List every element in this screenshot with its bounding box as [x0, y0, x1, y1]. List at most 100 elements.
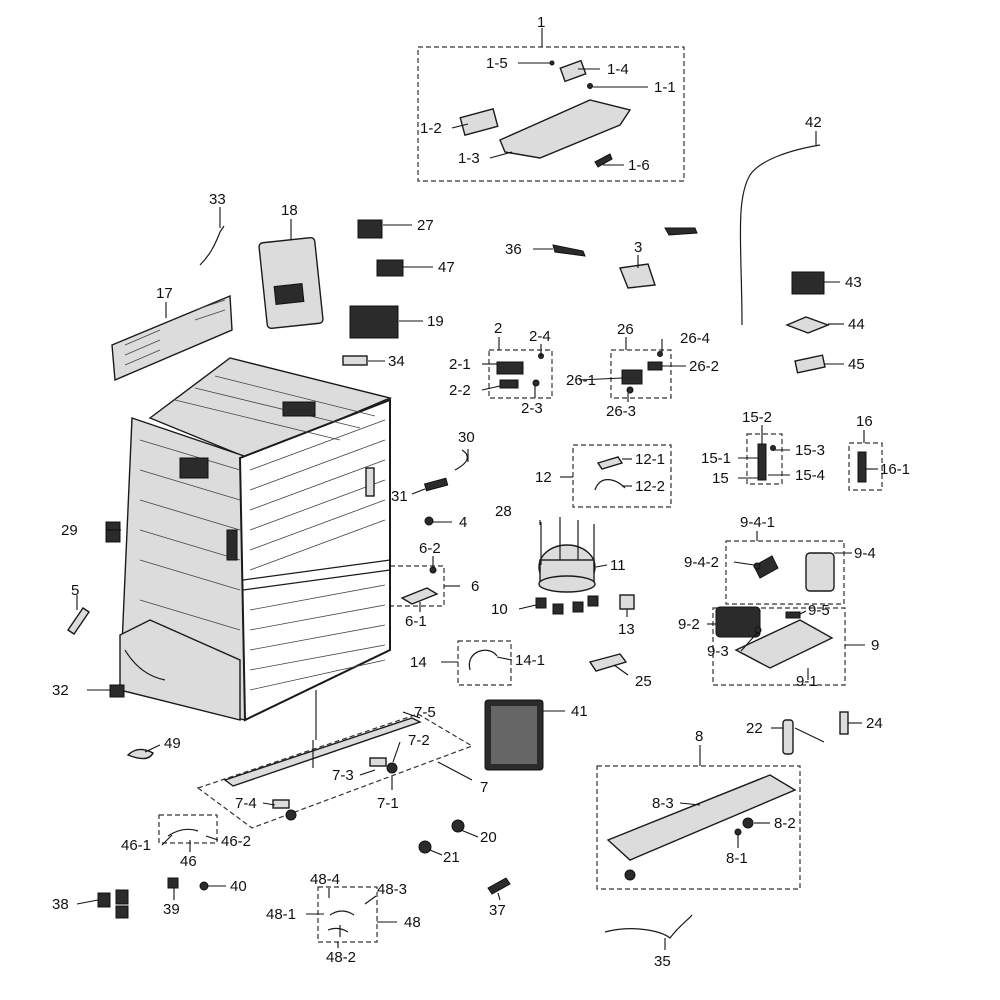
top-control-panel: [282, 401, 316, 417]
part-9-5: [785, 611, 801, 619]
part-7-4: [285, 809, 297, 821]
part-2-3: [532, 379, 540, 387]
group-box-1: [417, 46, 685, 182]
label-12-1: 12-1: [635, 451, 665, 468]
label-48-1: 48-1: [266, 906, 296, 923]
part-13: [619, 594, 635, 610]
label-26-1: 26-1: [566, 372, 596, 389]
part-1-1: [587, 83, 593, 89]
label-9-3: 9-3: [707, 643, 729, 660]
label-20: 20: [480, 829, 497, 846]
label-48-2: 48-2: [326, 949, 356, 966]
label-1-6: 1-6: [628, 157, 650, 174]
label-29: 29: [61, 522, 78, 539]
group-box-7: [196, 713, 474, 829]
cabinet-divider: [242, 559, 391, 581]
cabinet-top: [148, 357, 393, 459]
part-1-3: [499, 99, 632, 159]
label-15-3: 15-3: [795, 442, 825, 459]
label-5: 5: [71, 582, 79, 599]
part-15: [757, 443, 767, 481]
part-2-2: [499, 379, 519, 389]
label-27: 27: [417, 217, 434, 234]
label-40: 40: [230, 878, 247, 895]
label-4: 4: [459, 514, 467, 531]
label-22: 22: [746, 720, 763, 737]
part-48: [327, 910, 355, 937]
label-8-2: 8-2: [774, 815, 796, 832]
label-47: 47: [438, 259, 455, 276]
label-1-4: 1-4: [607, 61, 629, 78]
label-3: 3: [634, 239, 642, 256]
label-21: 21: [443, 849, 460, 866]
label-12: 12: [535, 469, 552, 486]
group-box-15: [746, 433, 783, 485]
label-15-2: 15-2: [742, 409, 772, 426]
part-7-3: [369, 757, 387, 767]
label-19: 19: [427, 313, 444, 330]
part-33: [199, 225, 225, 266]
label-37: 37: [489, 902, 506, 919]
label-24: 24: [866, 715, 883, 732]
part-40: [199, 881, 209, 891]
label-26: 26: [617, 321, 634, 338]
label-30: 30: [458, 429, 475, 446]
label-49: 49: [164, 735, 181, 752]
part-9-2: [715, 606, 761, 638]
parts: [67, 59, 867, 939]
label-6-2: 6-2: [419, 540, 441, 557]
label-8: 8: [695, 728, 703, 745]
part-34: [342, 355, 368, 366]
label-35: 35: [654, 953, 671, 970]
part-31: [423, 477, 449, 492]
part-30: [454, 449, 468, 471]
part-28-bolts: [540, 517, 595, 565]
group-box-26: [610, 349, 672, 399]
hinge-mount: [226, 529, 238, 561]
label-46-1: 46-1: [121, 837, 151, 854]
part-6-1: [400, 587, 439, 605]
part-42: [739, 144, 821, 326]
label-41: 41: [571, 703, 588, 720]
group-box-46: [158, 814, 218, 844]
label-7-5: 7-5: [414, 704, 436, 721]
part-1-5: [549, 60, 555, 66]
part-24: [839, 711, 849, 735]
group-box-9-4: [725, 540, 845, 605]
label-15: 15: [712, 470, 729, 487]
group-box-9: [712, 607, 846, 686]
label-44: 44: [848, 316, 865, 333]
group-box-12: [572, 444, 672, 508]
part-26-3: [626, 386, 634, 394]
label-28: 28: [495, 503, 512, 520]
label-46-2: 46-2: [221, 833, 251, 850]
group-box-8: [596, 765, 801, 890]
part-9-3: [754, 626, 762, 634]
label-46: 46: [180, 853, 197, 870]
label-9-4-2: 9-4-2: [684, 554, 719, 571]
part-46: [167, 828, 199, 837]
label-2-4: 2-4: [529, 328, 551, 345]
label-7: 7: [480, 779, 488, 796]
label-31: 31: [391, 488, 408, 505]
label-39: 39: [163, 901, 180, 918]
part-36: [552, 244, 586, 257]
label-9-4: 9-4: [854, 545, 876, 562]
label-2: 2: [494, 320, 502, 337]
label-6-1: 6-1: [405, 613, 427, 630]
label-7-1: 7-1: [377, 795, 399, 812]
label-34: 34: [388, 353, 405, 370]
label-26-3: 26-3: [606, 403, 636, 420]
label-48-3: 48-3: [377, 881, 407, 898]
label-48: 48: [404, 914, 421, 931]
label-43: 43: [845, 274, 862, 291]
part-12-1: [596, 456, 624, 470]
label-13: 13: [618, 621, 635, 638]
part-8-3: [606, 774, 797, 861]
side-bracket: [179, 457, 209, 479]
label-9-2: 9-2: [678, 616, 700, 633]
label-2-1: 2-1: [449, 356, 471, 373]
group-box-16: [848, 442, 883, 491]
